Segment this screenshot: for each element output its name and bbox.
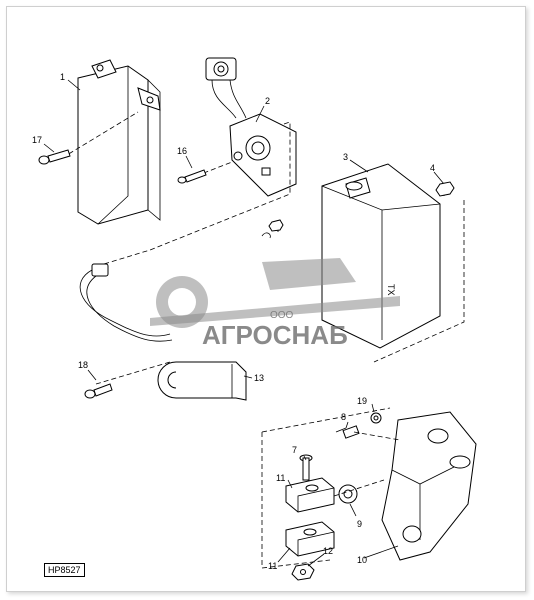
part-mounting-bracket [381,411,477,561]
callout-19: 19 [357,396,367,406]
callout-10: 10 [357,555,367,565]
watermark-logo [150,258,400,328]
callout-3: 3 [343,152,348,162]
part-cap-screw [335,425,360,439]
part-lock-nut [370,412,382,424]
part-connector-bracket [205,57,297,197]
part-clamp-lower [285,521,335,557]
part-motor [157,361,247,401]
callout-11-upper: 11 [276,473,285,483]
part-nut [291,563,315,581]
part-wire-harness [79,263,173,342]
callout-18: 18 [78,360,88,370]
part-screw-17 [38,149,71,165]
part-control-box [77,59,161,225]
callout-8: 8 [341,412,346,422]
watermark-small: ООО [270,310,294,321]
callout-11-lower: 11 [268,561,277,571]
part-nut-small [261,219,284,239]
callout-17: 17 [32,135,42,145]
part-screw-18 [84,383,113,399]
part-bolt [299,454,313,481]
leader-lines [43,79,445,567]
callout-2: 2 [265,96,270,106]
part-clamp-upper [285,477,335,513]
callout-1: 1 [60,72,65,82]
callout-7: 7 [292,445,297,455]
part-screw-16 [177,169,207,184]
callout-16: 16 [177,146,187,156]
watermark-brand: АГРОСНАБ [202,320,348,350]
part-nut-4 [435,181,455,197]
part-washer [338,484,358,504]
callout-9: 9 [357,519,362,529]
diagram-code-label: HP8527 [44,563,85,577]
callout-12: 12 [323,546,333,556]
callout-4: 4 [430,163,435,173]
callout-13: 13 [254,373,264,383]
housing-marking: TX [386,284,396,296]
